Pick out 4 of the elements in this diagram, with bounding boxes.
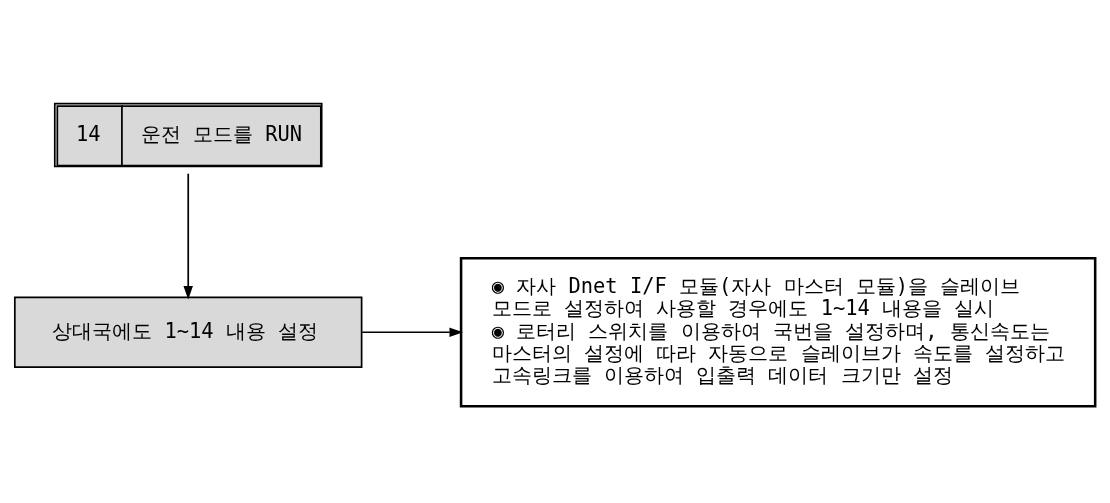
node-box: 상대국에도 1~14 내용 설정 xyxy=(13,296,363,368)
node-box: ◉ 자사 Dnet I/F 모듈(자사 마스터 모듈)을 슬레이브 모드로 설정하여 사용할 경우에도 1~14 내용을 실시 ◉ 로터리 스위치를 이용하여 국번을 설정하며, 통신속도는 마스터의 설정에 따라 자동으로 슬레이브가 속도를 설정하고 고속링크를 이용하여 입출력 데이터 크기만 설정 xyxy=(459,257,1097,408)
arrow xyxy=(361,327,464,337)
arrow xyxy=(183,172,193,300)
